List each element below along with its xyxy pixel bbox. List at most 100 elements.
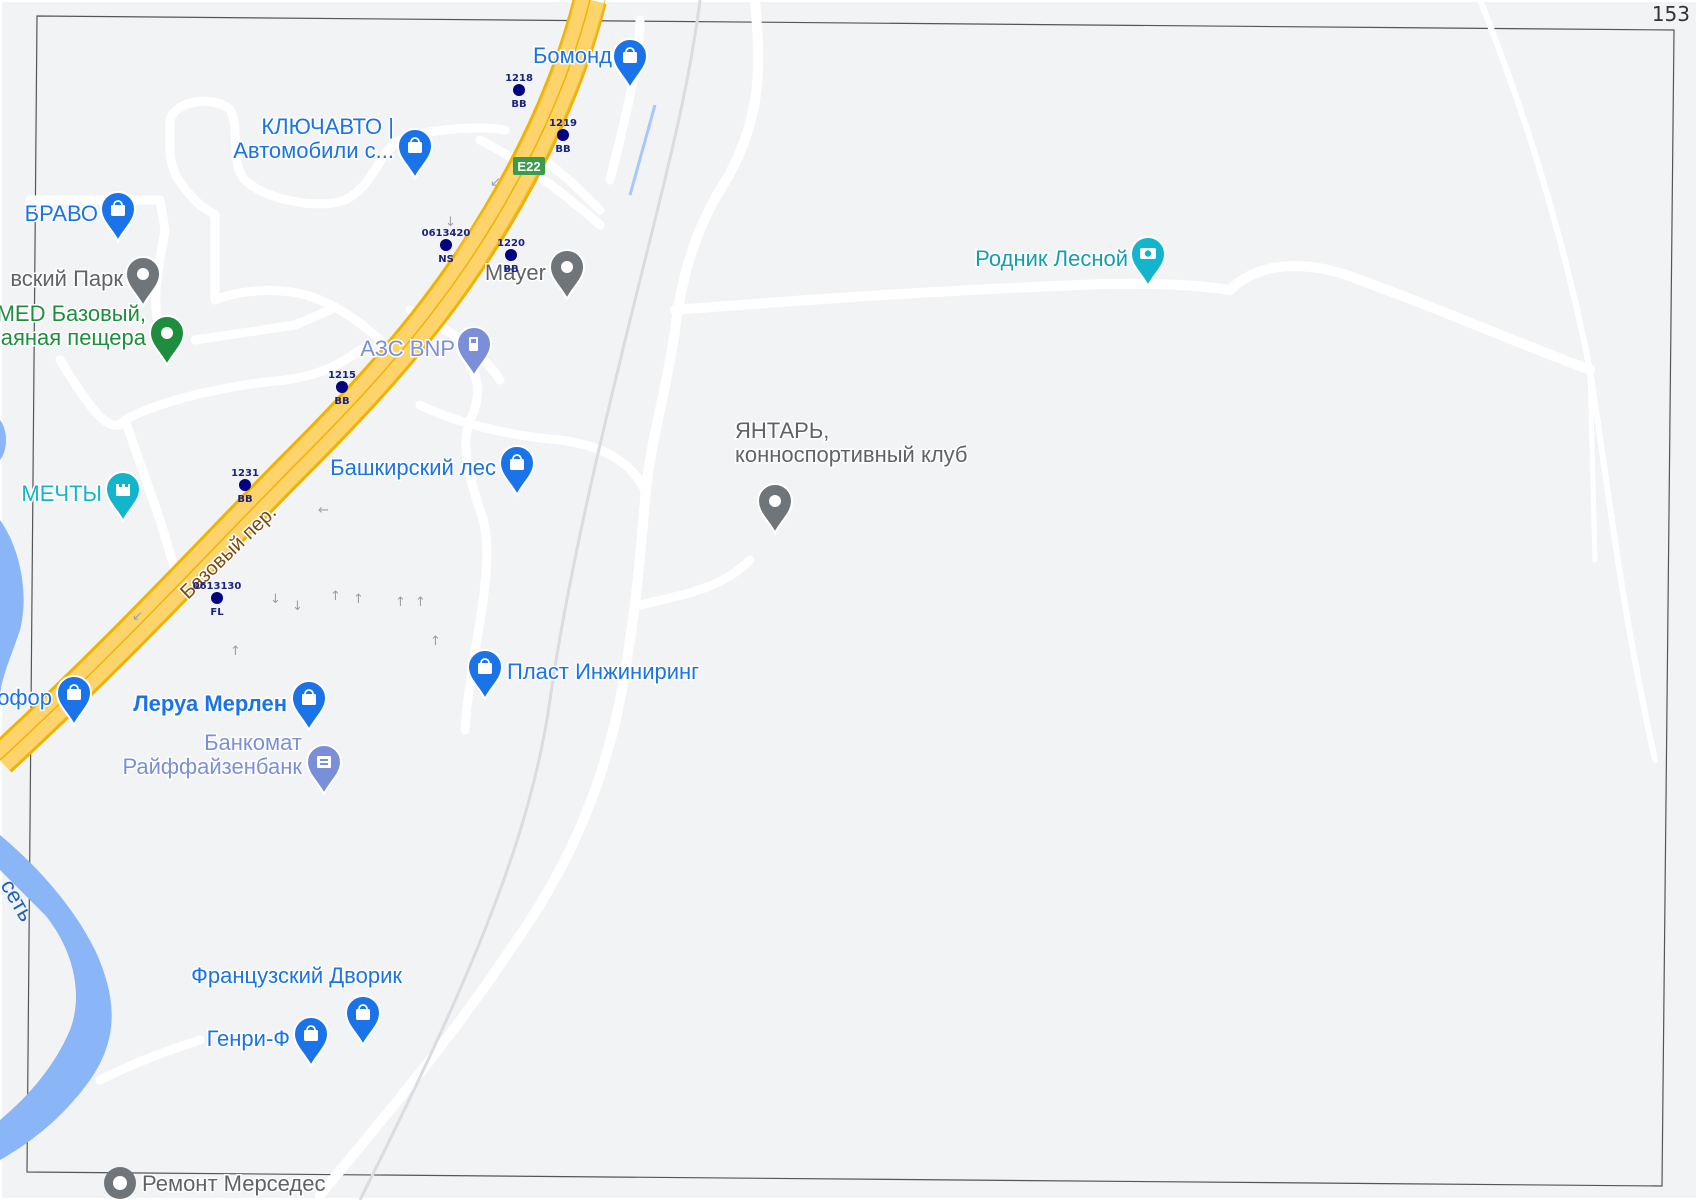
poi-label: Французский Дворик [191,963,402,988]
poi-mayer[interactable]: Mayer [483,249,586,302]
camera-pin-icon[interactable] [1129,236,1167,289]
stop-dot-icon[interactable] [513,84,525,96]
route-badge: E22 [513,157,545,175]
poi-label: Бомонд [533,43,612,68]
poi-label: БРАВО [25,201,98,226]
poi-plast[interactable]: Пласт Инжиниринг [466,649,701,702]
shopping-bag-pin-icon[interactable] [396,128,434,181]
atm-pin-icon[interactable] [305,744,343,797]
shopping-bag-pin-icon[interactable] [55,675,93,728]
svg-text:↑: ↑ [395,595,406,610]
shopping-bag-pin-icon[interactable] [290,680,328,733]
poi-label: Mayer [485,260,546,285]
poi-label: конноспортивный клуб [735,442,968,467]
poi-leroy[interactable]: Леруа Мерлен [132,680,328,733]
shopping-bag-pin-icon[interactable] [498,445,536,498]
svg-text:↓: ↓ [292,599,303,614]
location-pin-icon[interactable] [124,256,162,309]
poi-label: MED Базовый, [0,301,146,326]
stop-dot-icon[interactable] [505,249,517,261]
poi-svetofor[interactable]: офор [0,675,93,728]
stop-dot-icon[interactable] [440,239,452,251]
svg-text:E22: E22 [517,159,540,174]
poi-azs[interactable]: АЗС BNP [359,326,493,379]
stop-code: FL [210,607,224,618]
poi-label: аяная пещера [1,325,147,350]
svg-text:↑: ↑ [430,634,441,649]
svg-text:←: ← [318,503,329,518]
stop-code: NS [438,254,454,265]
poi-mercedes[interactable]: Ремонт Мерседес [104,1167,327,1199]
location-pin-icon[interactable] [548,249,586,302]
svg-text:↑: ↑ [353,592,364,607]
fuel-pin-icon[interactable] [455,326,493,379]
poi-bravo[interactable]: БРАВО [23,191,137,244]
map-border [26,15,1675,1187]
svg-text:↑: ↑ [330,589,341,604]
service-lane [628,104,657,196]
poi-rodnik[interactable]: Родник Лесной [974,236,1167,289]
poi-label: Банкомат [204,730,302,755]
poi-park[interactable]: вский Парк [9,256,162,309]
poi-label: офор [0,685,52,710]
stop-code: BB [555,144,570,155]
shopping-bag-pin-icon[interactable] [292,1016,330,1069]
svg-text:↙: ↙ [132,609,143,624]
stop-number: 0613420 [422,228,471,239]
stop-dot-icon[interactable] [239,479,251,491]
poi-henri[interactable]: Генри-Ф [205,1016,330,1069]
poi-label: Райффайзенбанк [122,754,302,779]
shopping-bag-pin-icon[interactable] [344,995,382,1048]
poi-label: Башкирский лес [330,455,496,480]
railway-line [358,0,702,1200]
poi-label: АЗС BNP [360,336,455,361]
river-top [0,420,6,460]
poi-klyuchavto[interactable]: КЛЮЧАВТО |Автомобили с... [232,113,434,181]
wrench-pin-icon[interactable] [104,1167,136,1199]
stop-dot-icon[interactable] [211,592,223,604]
location-pin-icon[interactable] [756,483,794,536]
svg-text:↓: ↓ [445,215,456,230]
oneway-arrows: ↓↙← ↓↓↑ ↑↑↑ ↑↑↙ [132,175,501,659]
shopping-bag-pin-icon[interactable] [611,38,649,91]
stop-code: BB [237,494,252,505]
stop-dot-icon[interactable] [336,381,348,393]
poi-french[interactable]: Французский Дворик [190,962,404,1048]
stop-number: 0613130 [193,581,242,592]
poi-label: Автомобили с... [233,138,394,163]
poi-bashkir[interactable]: Башкирский лес [329,445,536,498]
stop-code: BB [503,264,518,275]
poi-label: вский Парк [10,266,123,291]
castle-pin-icon[interactable] [104,471,142,524]
poi-bomond[interactable]: Бомонд [531,38,649,91]
poi-label: Генри-Ф [207,1026,290,1051]
stop-dot-icon[interactable] [557,129,569,141]
svg-text:↓: ↓ [270,592,281,607]
poi-label: МЕЧТЫ [21,481,102,506]
highway-e22 [0,0,607,773]
poi-med[interactable]: MED Базовый,аяная пещера [0,300,186,368]
location-pin-icon[interactable] [148,315,186,368]
shopping-bag-pin-icon[interactable] [99,191,137,244]
poi-label: КЛЮЧАВТО | [261,114,394,139]
shopping-bag-pin-icon[interactable] [466,649,504,702]
poi-label: Ремонт Мерседес [142,1171,326,1196]
poi-yantar[interactable]: ЯНТАРЬ,конноспортивный клуб [734,417,969,536]
stop-number: 1220 [497,238,525,249]
stop-number: 1215 [328,370,356,381]
stop-number: 1231 [231,468,259,479]
poi-mechty[interactable]: МЕЧТЫ [20,471,142,524]
stop-code: BB [511,99,526,110]
